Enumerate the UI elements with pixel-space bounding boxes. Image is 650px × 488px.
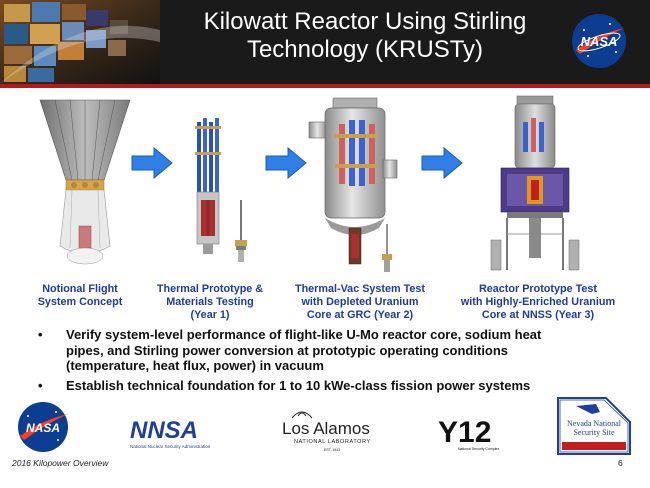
stage-2-line1: Thermal Prototype & xyxy=(156,283,264,295)
nevada-logo-line2: Security Site xyxy=(573,428,615,437)
slide-title: Kilowatt Reactor Using Stirling Technolo… xyxy=(160,8,570,64)
stage-3-line1: Thermal-Vac System Test xyxy=(294,283,426,295)
stage-3-line2: with Depleted Uranium xyxy=(301,296,419,308)
page-number: 6 xyxy=(618,458,623,468)
nnsa-logo-subtext: National Nuclear Security Administration xyxy=(130,444,211,449)
thermal-prototype-image xyxy=(195,118,247,262)
los-alamos-logo: Los Alamos NATIONAL LABORATORY EST. 1943 xyxy=(282,411,371,452)
nnsa-logo-text: NNSA xyxy=(130,417,198,444)
header-collage-image xyxy=(0,0,160,84)
bullet-item: • Establish technical foundation for 1 t… xyxy=(38,378,638,394)
slide-title-line2: Technology (KRUSTy) xyxy=(246,36,484,63)
nevada-logo-line1: Nevada National xyxy=(567,419,622,428)
slide-header: Kilowatt Reactor Using Stirling Technolo… xyxy=(0,0,650,84)
stage-1-label: Notional Flight System Concept xyxy=(18,283,142,309)
stage-3-line3: Core at GRC (Year 2) xyxy=(306,309,414,321)
y12-logo-text: Y12 xyxy=(438,416,491,449)
stage-4-label: Reactor Prototype Test with Highly-Enric… xyxy=(448,283,628,322)
y12-logo: Y12 National Security Complex xyxy=(438,416,499,451)
bullet-1-line1: Verify system-level performance of fligh… xyxy=(66,327,542,342)
bullet-item: • Verify system-level performance of fli… xyxy=(38,327,638,374)
slide-title-line1: Kilowatt Reactor Using Stirling xyxy=(203,8,527,35)
stage-3-label: Thermal-Vac System Test with Depleted Ur… xyxy=(280,283,440,322)
arrow-right-icon xyxy=(131,146,173,180)
nasa-logo-text: NASA xyxy=(581,34,618,49)
stage-4-line3: Core at NNSS (Year 3) xyxy=(481,309,595,321)
nasa-logo: NASA xyxy=(572,14,626,68)
flight-system-concept-image xyxy=(39,99,131,265)
los-alamos-logo-subtext: NATIONAL LABORATORY xyxy=(294,439,371,445)
stage-4-line2: with Highly-Enriched Uranium xyxy=(460,296,616,308)
bullet-1-line2: pipes, and Stirling power conversion at … xyxy=(66,342,509,358)
bullet-2-line1: Establish technical foundation for 1 to … xyxy=(66,377,531,393)
stage-2-line2: Materials Testing xyxy=(166,296,254,308)
stage-1-line2: System Concept xyxy=(37,296,123,308)
los-alamos-logo-est: EST. 1943 xyxy=(324,448,340,452)
bullet-list: • Verify system-level performance of fli… xyxy=(38,327,638,397)
stage-4-line1: Reactor Prototype Test xyxy=(479,283,597,295)
nasa-footer-logo: NASA xyxy=(18,402,68,452)
nnsa-logo: NNSA National Nuclear Security Administr… xyxy=(130,417,211,449)
footer-caption: 2016 Kilopower Overview xyxy=(12,458,109,468)
arrow-right-icon xyxy=(265,146,307,180)
reactor-prototype-image xyxy=(490,95,580,271)
header-accent-line xyxy=(0,84,650,88)
stage-2-label: Thermal Prototype & Materials Testing (Y… xyxy=(148,283,272,322)
nasa-footer-logo-text: NASA xyxy=(26,421,60,435)
bullet-marker: • xyxy=(38,327,43,342)
bullet-marker: • xyxy=(38,377,43,393)
los-alamos-logo-text: Los Alamos xyxy=(282,419,370,438)
nevada-national-security-site-logo: Nevada National Security Site xyxy=(557,397,631,455)
stage-2-line3: (Year 1) xyxy=(190,309,230,321)
y12-logo-subtext: National Security Complex xyxy=(458,447,499,451)
stage-1-line1: Notional Flight xyxy=(42,283,118,295)
thermal-vac-system-image xyxy=(308,97,398,272)
bullet-1-line3: (temperature, heat flux, power) in vacuu… xyxy=(66,358,324,373)
arrow-right-icon xyxy=(421,146,463,180)
